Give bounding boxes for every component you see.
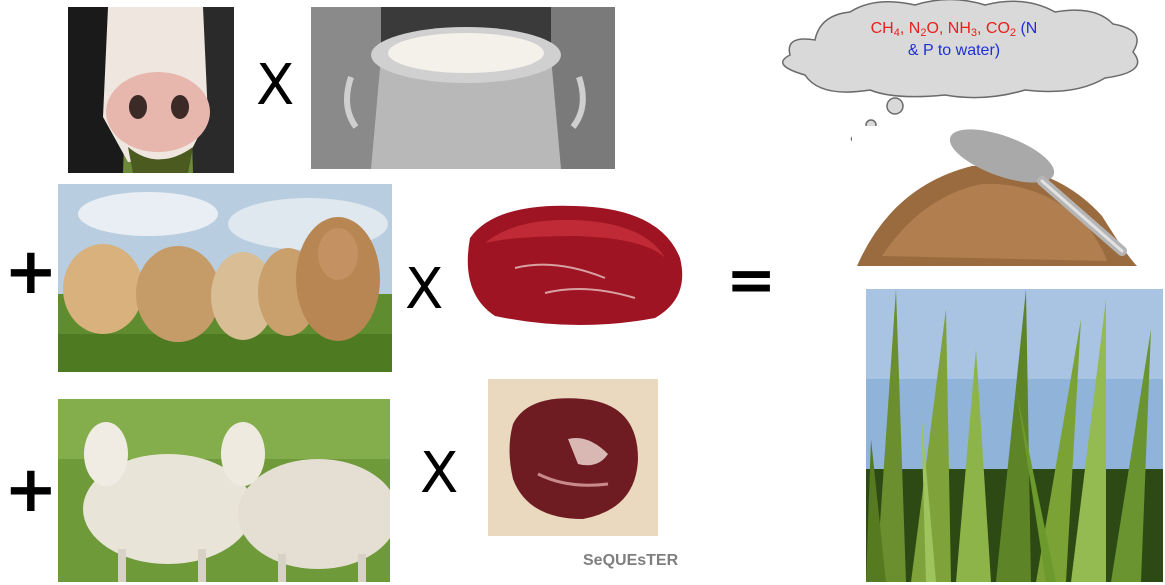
beef-cut-image xyxy=(455,198,695,330)
plus-operator: + xyxy=(4,458,58,522)
n2o-label: N2O, xyxy=(909,20,948,37)
ch4-label: CH4, xyxy=(871,20,909,37)
plus-operator: + xyxy=(4,240,58,304)
equals-operator: = xyxy=(726,250,776,310)
multiply-operator: X xyxy=(420,446,458,502)
sequester-caption: SeQUEsTER xyxy=(583,552,678,570)
nh3-label: NH3, xyxy=(948,20,986,37)
grass-image xyxy=(866,289,1163,582)
feed-pellets-image xyxy=(852,126,1142,276)
milk-churn-image xyxy=(311,7,615,169)
lamb-meat-image xyxy=(488,379,658,536)
beef-cattle-image xyxy=(58,184,392,372)
multiply-operator: X xyxy=(256,58,294,114)
sheep-image xyxy=(58,399,390,582)
water-note-line1: (N xyxy=(1016,20,1037,37)
dairy-cow-image xyxy=(68,7,234,173)
water-note-line2: & P to water) xyxy=(908,42,1000,59)
emissions-text: CH4, N2O, NH3, CO2 (N & P to water) xyxy=(830,18,1078,62)
co2-label: CO2 xyxy=(986,20,1016,37)
multiply-operator: X xyxy=(405,262,443,318)
